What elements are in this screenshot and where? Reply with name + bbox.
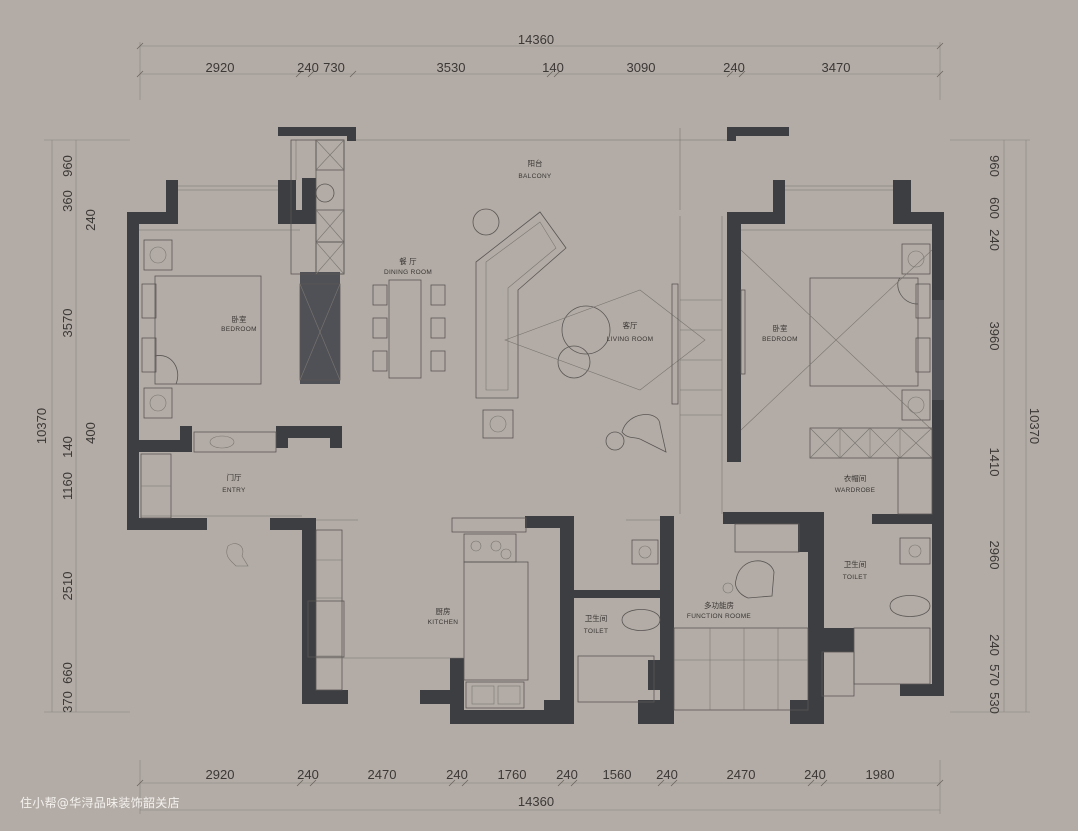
dim-top-seg: 3470 <box>822 60 851 75</box>
label-living-cn: 客厅 <box>623 320 638 330</box>
label-bedroom-left-en: BEDROOM <box>221 326 257 333</box>
dim-left-total: 10370 <box>34 408 49 444</box>
dim-left-seg: 2510 <box>60 572 75 601</box>
dim-top-seg: 2920 <box>206 60 235 75</box>
dim-right-seg: 600 <box>987 197 1002 219</box>
label-wardrobe-cn: 衣帽间 <box>844 473 867 483</box>
label-living-en: LIVING ROOM <box>607 336 654 343</box>
dim-left-seg: 360 <box>60 190 75 212</box>
fixtures <box>139 128 933 711</box>
dim-bottom-total: 14360 <box>518 794 554 809</box>
dim-left-seg: 370 <box>60 691 75 713</box>
label-entry-cn: 门厅 <box>227 473 242 482</box>
label-toilet-center-en: TOILET <box>584 628 608 635</box>
dim-left-seg: 960 <box>60 155 75 177</box>
dim-top-seg: 240 <box>297 60 319 75</box>
walls <box>127 127 944 724</box>
dim-right-seg: 2960 <box>987 541 1002 570</box>
dimension-lines <box>44 42 1030 814</box>
dim-right-seg: 240 <box>987 634 1002 656</box>
label-wardrobe-en: WARDROBE <box>835 487 876 494</box>
label-toilet-center-cn: 卫生间 <box>585 613 608 623</box>
dim-top-total: 14360 <box>518 32 554 47</box>
dim-bottom-seg: 240 <box>446 767 468 782</box>
dim-bottom-seg: 2920 <box>206 767 235 782</box>
dim-left-seg: 3570 <box>60 309 75 338</box>
label-dining-en: DINING ROOM <box>384 269 432 276</box>
dim-right-seg: 530 <box>987 692 1002 714</box>
dim-top-seg: 3530 <box>437 60 466 75</box>
room-labels: 阳台 BALCONY 餐 厅 DINING ROOM 客厅 LIVING ROO… <box>221 158 875 635</box>
label-toilet-right-cn: 卫生间 <box>844 559 867 569</box>
dim-bottom-seg: 1980 <box>866 767 895 782</box>
dim-left-seg: 240 <box>83 209 98 231</box>
dim-right-seg: 240 <box>987 229 1002 251</box>
label-balcony-cn: 阳台 <box>528 158 543 168</box>
dim-left-seg: 1160 <box>60 472 75 500</box>
dim-right-seg: 3960 <box>987 322 1002 351</box>
label-dining-cn: 餐 厅 <box>399 257 417 266</box>
dim-right-seg: 1410 <box>987 448 1002 477</box>
label-function-cn: 多功能房 <box>704 600 734 610</box>
dim-bottom-seg: 240 <box>804 767 826 782</box>
dim-top-seg: 730 <box>323 60 345 75</box>
dim-top-seg: 140 <box>542 60 564 75</box>
dim-left-seg: 400 <box>83 422 98 444</box>
dim-top-seg: 3090 <box>627 60 656 75</box>
label-balcony-en: BALCONY <box>518 173 552 180</box>
watermark: 住小帮@华浔品味装饰韶关店 <box>20 796 180 810</box>
label-entry-en: ENTRY <box>222 487 246 494</box>
dim-bottom-seg: 1560 <box>603 767 632 782</box>
dim-bottom-seg: 1760 <box>498 767 527 782</box>
dimension-labels: 14360 2920 240 730 3530 140 3090 240 347… <box>34 32 1042 809</box>
dim-left-seg: 140 <box>60 436 75 458</box>
label-kitchen-en: KITCHEN <box>428 619 459 626</box>
dim-bottom-seg: 2470 <box>368 767 397 782</box>
dim-bottom-seg: 240 <box>656 767 678 782</box>
label-bedroom-right-en: BEDROOM <box>762 336 798 343</box>
dim-bottom-seg: 240 <box>556 767 578 782</box>
dim-bottom-seg: 2470 <box>727 767 756 782</box>
label-toilet-right-en: TOILET <box>843 574 867 581</box>
dim-top-seg: 240 <box>723 60 745 75</box>
dim-right-seg: 570 <box>987 664 1002 686</box>
label-bedroom-left-cn: 卧室 <box>232 314 247 324</box>
dim-left-seg: 660 <box>60 662 75 684</box>
label-bedroom-right-cn: 卧室 <box>773 323 788 333</box>
label-kitchen-cn: 厨房 <box>436 606 451 616</box>
dim-right-total: 10370 <box>1027 408 1042 444</box>
dim-bottom-seg: 240 <box>297 767 319 782</box>
dim-right-seg: 960 <box>987 155 1002 177</box>
label-function-en: FUNCTION ROOME <box>687 613 752 620</box>
